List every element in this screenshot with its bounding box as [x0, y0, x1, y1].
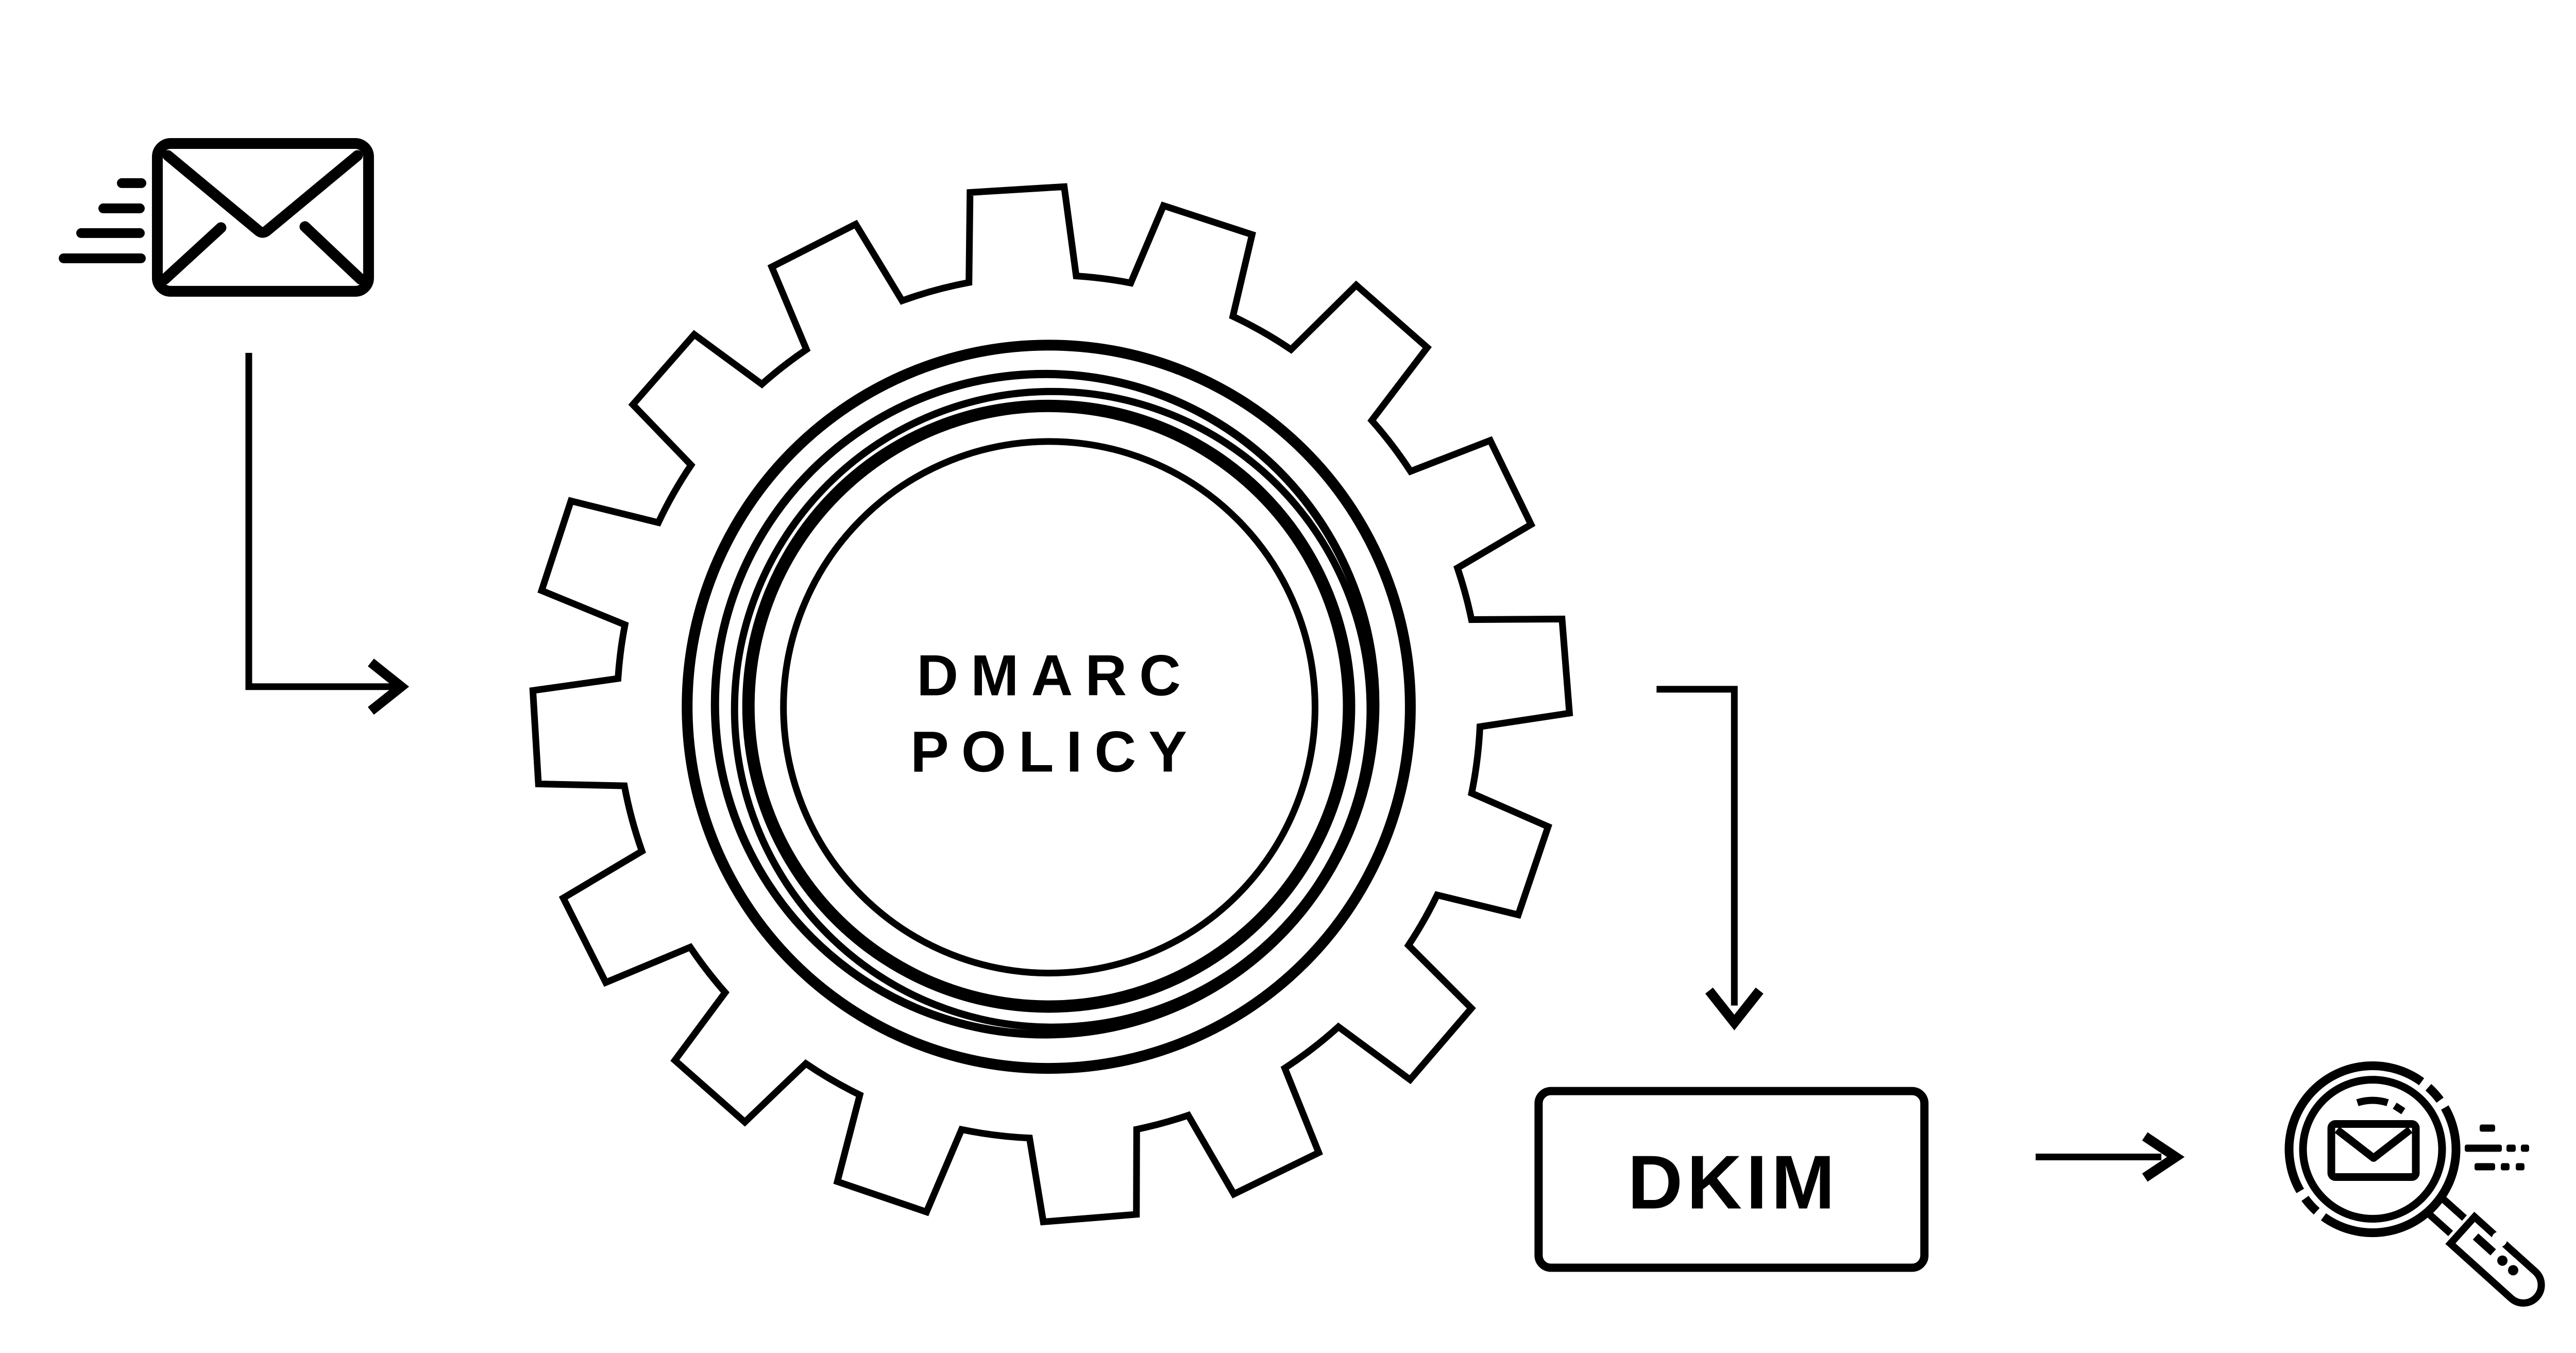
arrowhead-right-icon: [367, 658, 410, 715]
handle: [2445, 1211, 2545, 1307]
sent-email-icon: [58, 138, 374, 297]
dkim-label: DKIM: [1628, 1140, 1839, 1225]
lens-envelope-flap: [2334, 1126, 2413, 1162]
arrowhead-right-icon: [2142, 1132, 2185, 1182]
lens-ring-arc: [2320, 1105, 2461, 1238]
speed-line: [116, 178, 146, 188]
connector-line: [1656, 686, 1738, 1006]
handle-sketch-break: [2492, 1231, 2507, 1247]
search-email-icon: [2284, 1061, 2545, 1307]
gear-ring-fourth: [742, 399, 1355, 1013]
dkim-node: DKIM: [1534, 1087, 1929, 1272]
speed-line: [2501, 1163, 2510, 1171]
speed-line: [2506, 1144, 2516, 1152]
envelope-body: [151, 138, 374, 297]
speed-line: [2480, 1124, 2496, 1132]
handle-neck: [2427, 1196, 2467, 1237]
envelope-fold-left: [159, 222, 227, 285]
speed-line: [98, 203, 145, 213]
speed-line: [2516, 1163, 2525, 1171]
lens-shine-arc: [2356, 1096, 2389, 1106]
connector-email-to-gear: [245, 352, 410, 715]
lens-ring-arc: [2284, 1061, 2425, 1193]
connector-gear-to-dkim: [1656, 686, 1764, 1030]
handle-inner-dash: [2472, 1233, 2496, 1256]
speed-line: [2475, 1163, 2496, 1171]
speed-line: [76, 228, 145, 238]
gear-ring-second: [710, 369, 1380, 1039]
envelope-flap: [162, 150, 363, 238]
lens-ring-dash: [2301, 1195, 2320, 1215]
connector-dkim-to-inspection: [2036, 1132, 2185, 1182]
speed-line: [2465, 1144, 2502, 1152]
speed-line: [58, 253, 146, 263]
gear-label-line1: DMARC: [917, 644, 1193, 708]
envelope-fold-right: [299, 221, 366, 285]
dkim-box: [1534, 1087, 1929, 1272]
connector-line: [245, 352, 394, 690]
handle-sketch-dash: [2502, 1242, 2519, 1258]
speed-line: [2521, 1144, 2530, 1152]
gear-ring-inner: [780, 438, 1318, 977]
handle-inner-dot: [2508, 1265, 2519, 1276]
handle-inner-dot: [2497, 1255, 2508, 1266]
lens-inner-circle: [2299, 1076, 2446, 1223]
dmarc-policy-gear: DMARC POLICY: [529, 183, 1573, 1226]
gear-ring-outer: [682, 340, 1416, 1074]
gear-label-line2: POLICY: [910, 720, 1199, 784]
lens-ring-dash: [2425, 1084, 2444, 1103]
arrowhead-down-icon: [1705, 987, 1764, 1030]
gear-ring-third: [731, 387, 1374, 1031]
lens-shine-dash: [2393, 1103, 2405, 1114]
